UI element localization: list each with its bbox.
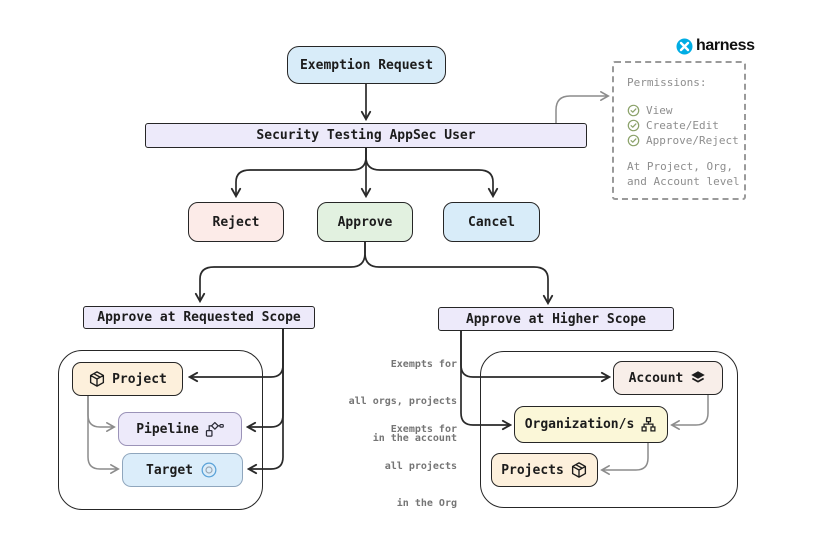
node-label: Account [628, 370, 684, 386]
node-reject: Reject [188, 202, 284, 242]
permission-item-approve-reject: Approve/Reject [627, 133, 744, 148]
layers-icon [691, 371, 706, 383]
node-organizations: Organization/s [514, 406, 668, 443]
black-arrows [187, 84, 612, 475]
permission-item-view: View [627, 103, 744, 118]
permission-label: Create/Edit [646, 119, 719, 132]
permission-label: View [646, 104, 673, 117]
check-circle-icon [627, 119, 640, 132]
node-pipeline: Pipeline [118, 412, 242, 446]
cube-icon [90, 371, 105, 387]
node-cancel: Cancel [443, 202, 540, 242]
node-approve-requested-scope: Approve at Requested Scope [83, 306, 315, 329]
harness-logo-icon [676, 38, 693, 54]
check-circle-icon [627, 134, 640, 147]
node-label: Security Testing AppSec User [256, 128, 476, 143]
permissions-panel: Permissions: View Create/Edit Approve/Re… [612, 61, 746, 200]
node-label: Projects [501, 462, 564, 478]
node-label: Approve at Higher Scope [465, 311, 646, 327]
gray-arrows [87, 90, 709, 476]
harness-logo-text: harness [696, 37, 755, 54]
node-appsec-user: Security Testing AppSec User [145, 123, 587, 148]
node-label: Approve at Requested Scope [97, 310, 301, 325]
node-label: Organization/s [524, 417, 635, 432]
node-label: Approve [337, 214, 393, 230]
node-project: Project [72, 362, 183, 396]
check-circle-icon [627, 104, 640, 117]
target-icon [201, 462, 217, 478]
permissions-scope-note: At Project, Org, and Account level [627, 160, 740, 188]
annotation-org-note: Exempts for all projects in the Org [384, 423, 457, 510]
node-account: Account [613, 361, 723, 395]
harness-logo: harness [676, 37, 755, 55]
permission-item-create-edit: Create/Edit [627, 118, 744, 133]
permission-label: Approve/Reject [646, 134, 739, 147]
node-projects: Projects [491, 453, 598, 487]
node-target: Target [122, 453, 243, 487]
org-chart-icon [641, 417, 656, 432]
node-exemption-request: Exemption Request [287, 46, 446, 84]
node-approve-higher-scope: Approve at Higher Scope [438, 307, 674, 331]
node-label: Cancel [468, 214, 515, 230]
node-label: Reject [212, 214, 260, 230]
node-label: Project [112, 371, 167, 387]
node-label: Exemption Request [299, 57, 434, 73]
node-approve: Approve [317, 202, 413, 242]
node-label: Target [146, 462, 193, 478]
cube-icon [571, 462, 586, 478]
permissions-title: Permissions: [627, 76, 707, 89]
pipeline-icon [205, 421, 224, 437]
node-label: Pipeline [136, 421, 199, 437]
annotation-account-note: Exempts for all orgs, projects in the ac… [348, 358, 457, 445]
